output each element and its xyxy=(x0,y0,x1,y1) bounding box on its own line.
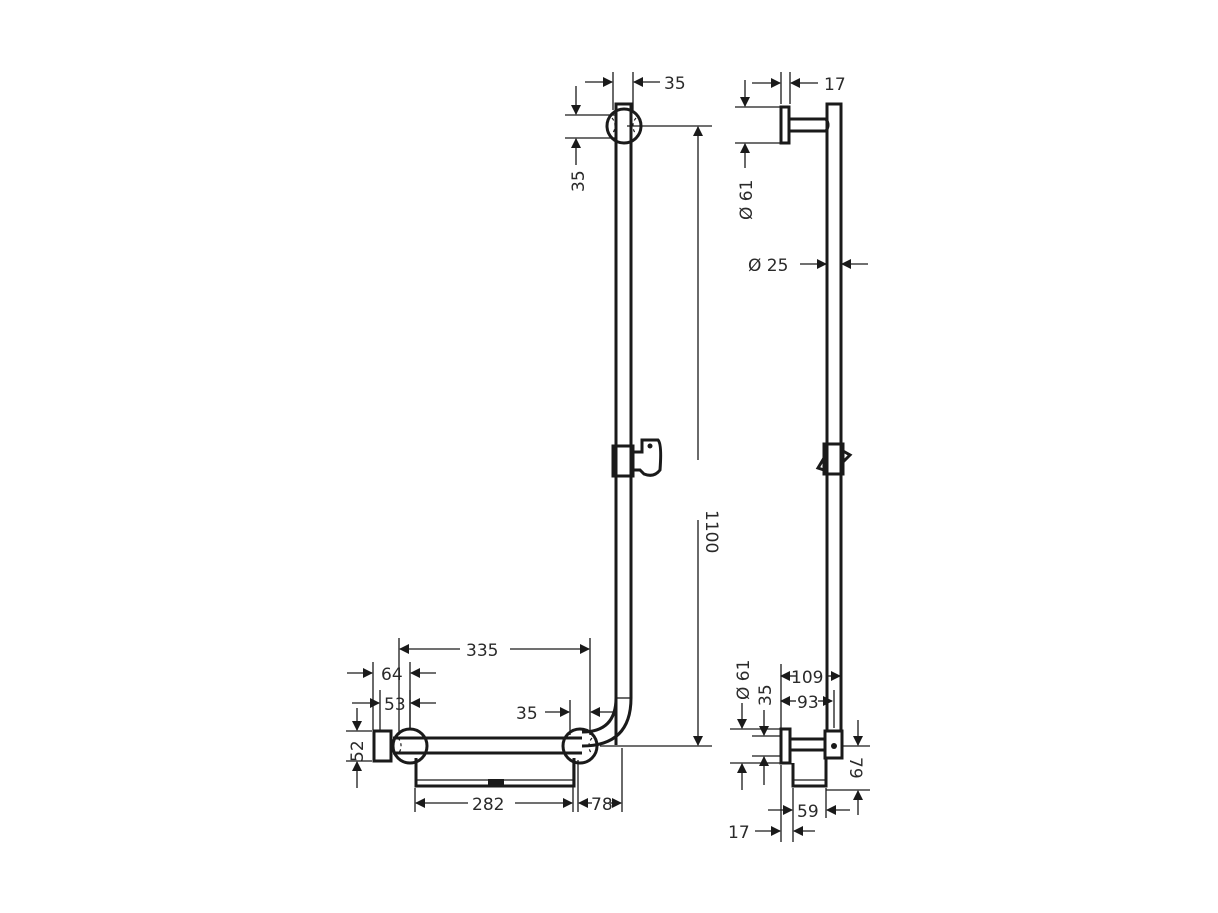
svg-text:282: 282 xyxy=(472,795,504,815)
side-top-bracket xyxy=(779,105,830,145)
svg-text:53: 53 xyxy=(384,695,406,715)
dim-side-bottom-diameter: Ø 61 xyxy=(730,660,780,790)
side-bottom-bracket xyxy=(779,727,844,788)
dim-side-35: 35 xyxy=(752,684,780,785)
dim-side-93: 93 xyxy=(780,690,835,728)
slider xyxy=(611,438,663,478)
svg-text:64: 64 xyxy=(381,665,403,685)
svg-text:93: 93 xyxy=(797,693,819,713)
svg-text:35: 35 xyxy=(756,684,776,706)
svg-text:35: 35 xyxy=(664,74,686,94)
side-slider xyxy=(815,442,853,476)
svg-text:Ø 25: Ø 25 xyxy=(748,256,788,276)
dim-end-53: 53 xyxy=(352,690,436,730)
dim-side-top-diameter: Ø 61 xyxy=(735,80,780,220)
svg-text:17: 17 xyxy=(824,75,846,95)
dim-bend-width: 35 xyxy=(516,700,615,735)
side-vertical-bar xyxy=(825,102,843,730)
svg-text:Ø 61: Ø 61 xyxy=(734,660,754,700)
svg-text:78: 78 xyxy=(591,795,613,815)
left-rosette xyxy=(391,727,429,765)
svg-text:1100: 1100 xyxy=(701,510,721,553)
dim-side-top-17: 17 xyxy=(752,72,846,104)
end-cap xyxy=(372,729,393,763)
dim-side-bar-diameter: Ø 25 xyxy=(748,256,868,276)
svg-text:335: 335 xyxy=(466,641,498,661)
dim-side-bottom-17: 17 xyxy=(728,765,815,843)
svg-text:35: 35 xyxy=(516,704,538,724)
svg-text:Ø 61: Ø 61 xyxy=(737,180,757,220)
bend-outer xyxy=(581,697,633,748)
dim-top-width: 35 xyxy=(585,72,686,110)
svg-text:79: 79 xyxy=(845,757,865,779)
bend-inner xyxy=(581,697,618,734)
dim-shelf-width: 282 xyxy=(414,760,574,815)
dim-side-59: 59 xyxy=(768,788,850,842)
shelf xyxy=(414,758,576,788)
dim-bend-offset: 78 xyxy=(577,748,623,815)
right-rosette xyxy=(561,727,599,765)
svg-text:109: 109 xyxy=(791,668,823,688)
svg-text:52: 52 xyxy=(348,740,368,762)
front-view: 35 35 1100 335 xyxy=(346,72,721,815)
side-view: 17 Ø 61 Ø 25 109 93 xyxy=(728,72,870,843)
dim-horizontal-length: 335 xyxy=(398,638,591,735)
horizontal-bar xyxy=(393,736,582,755)
dim-top-height: 35 xyxy=(565,86,615,192)
dim-side-79: 79 xyxy=(826,720,870,815)
vertical-bar xyxy=(614,102,633,745)
svg-text:35: 35 xyxy=(569,170,589,192)
dim-end-height: 52 xyxy=(346,708,372,788)
dim-vertical-height: 1100 xyxy=(600,125,721,747)
svg-text:17: 17 xyxy=(728,823,750,843)
svg-text:59: 59 xyxy=(797,802,819,822)
